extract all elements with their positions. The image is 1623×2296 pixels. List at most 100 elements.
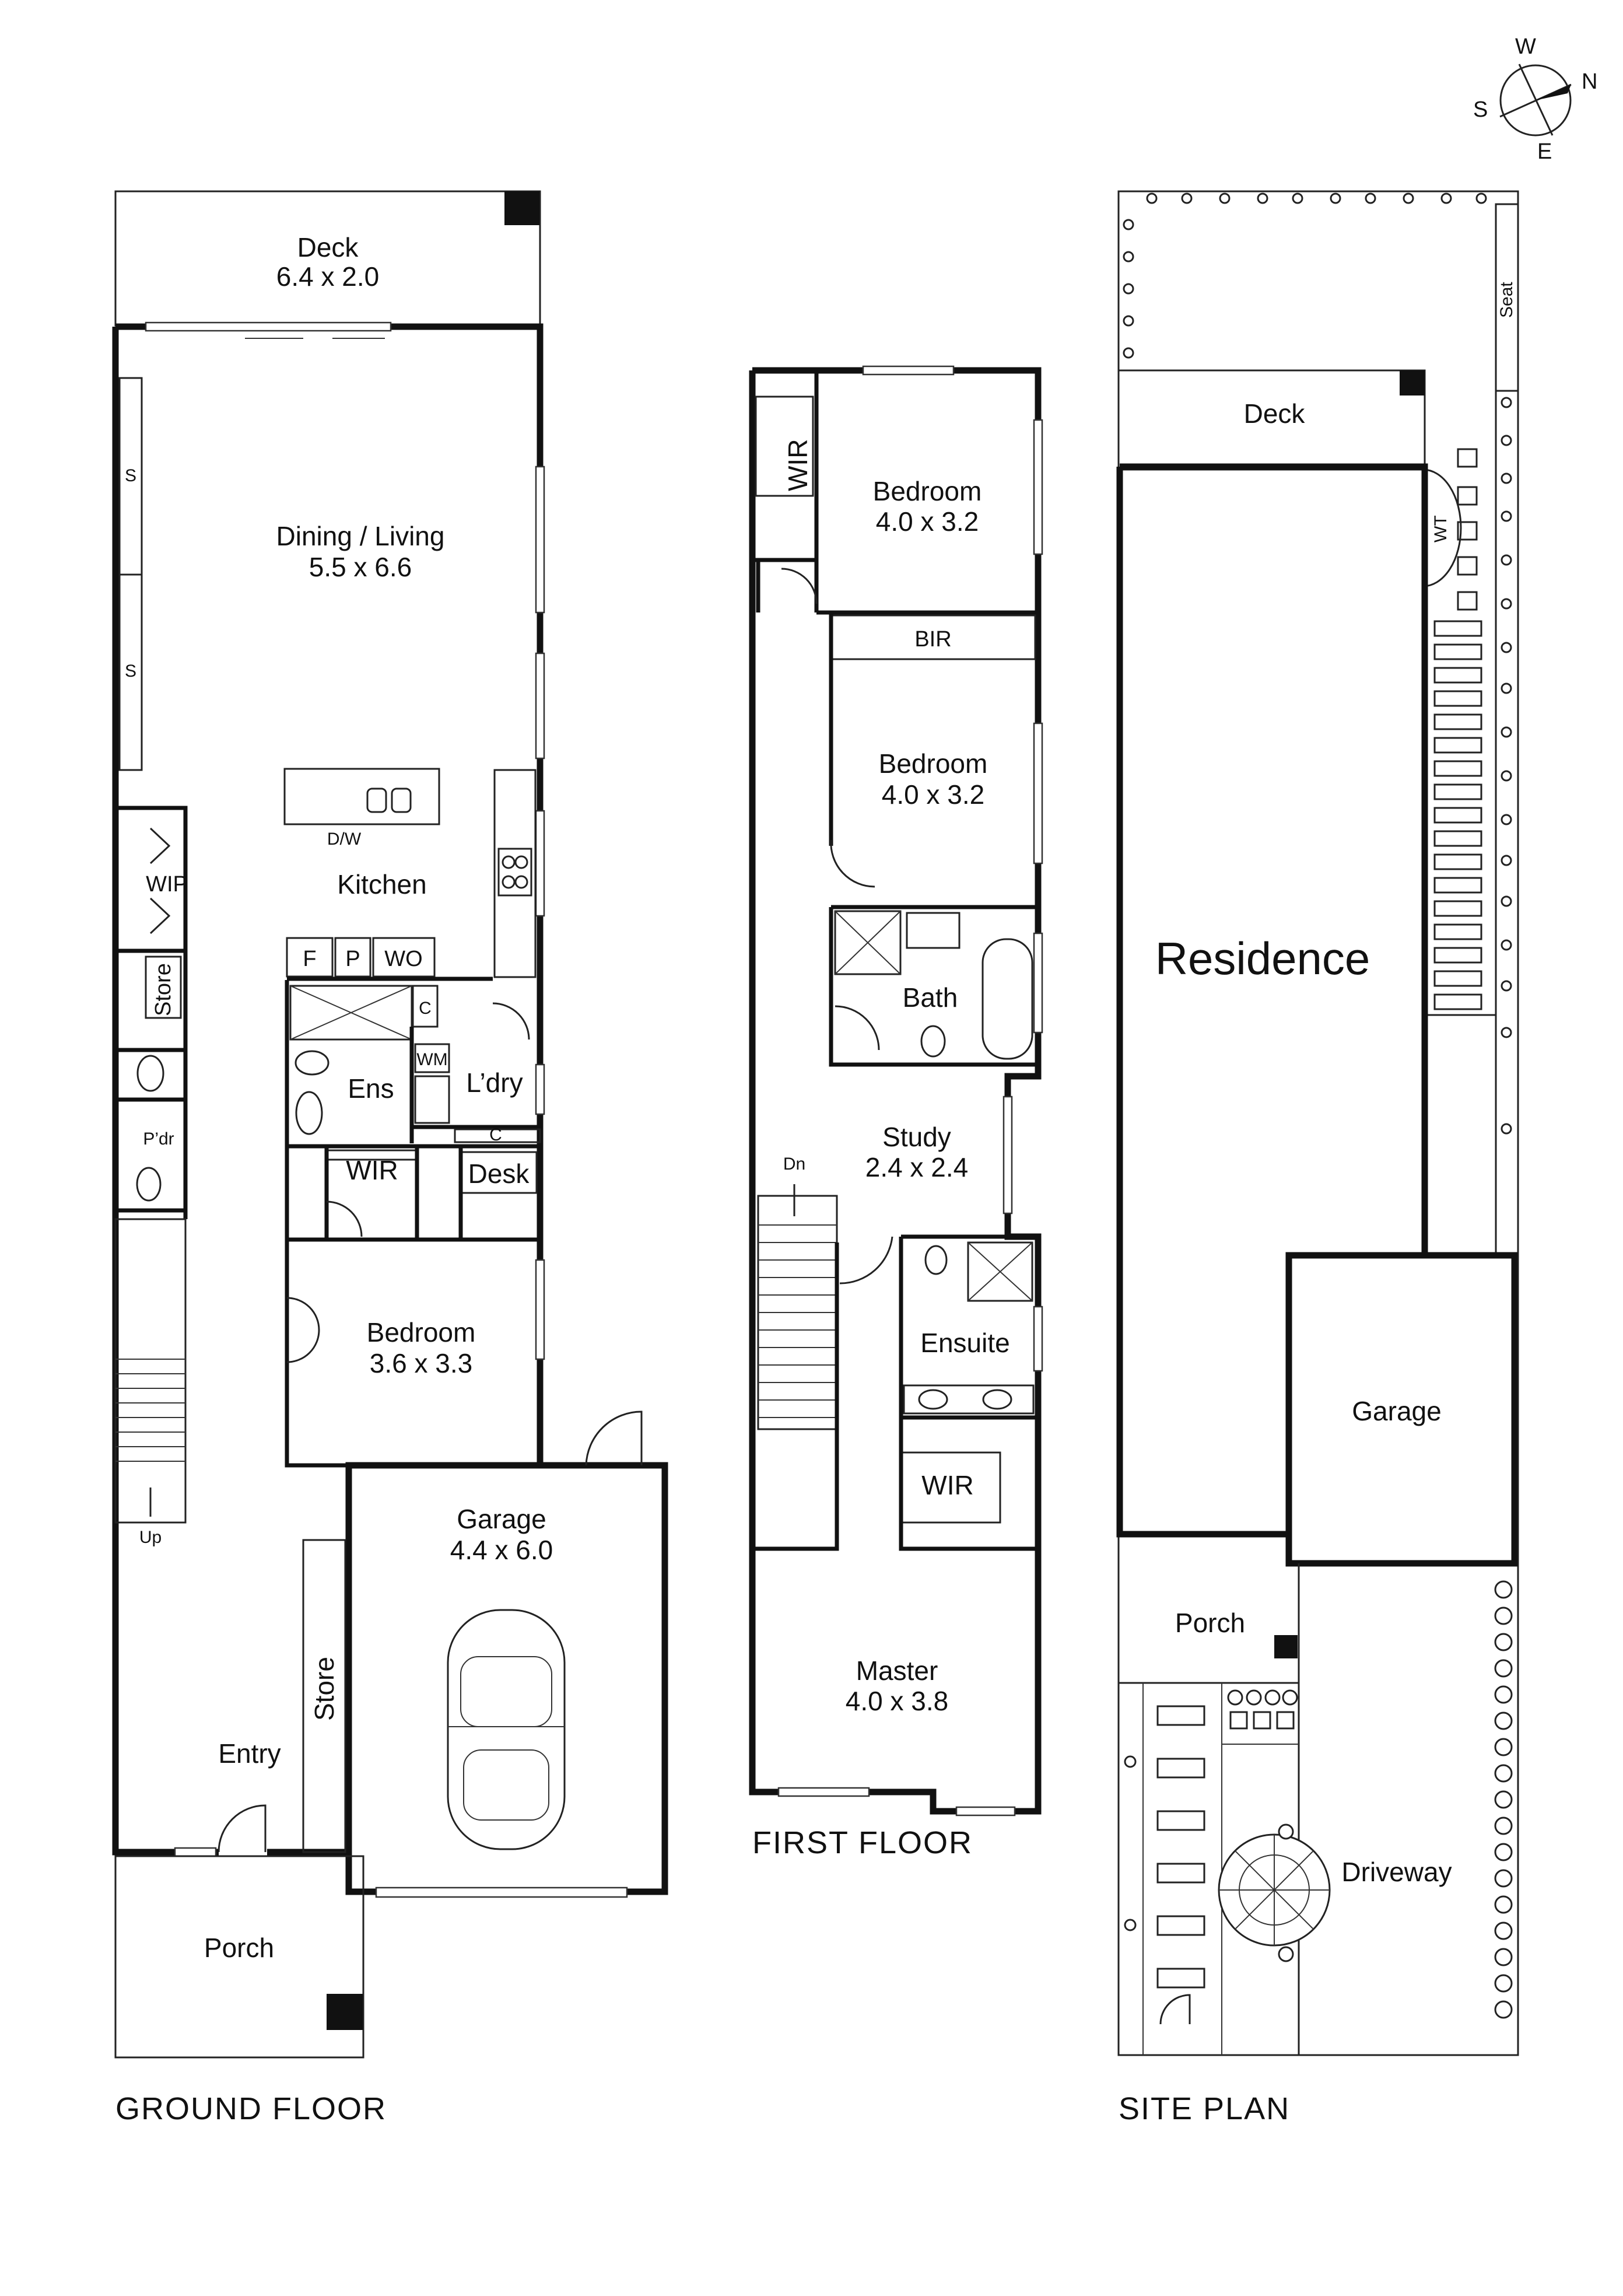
- gf-store-box: [145, 956, 182, 1019]
- gf-entry-door: [218, 1804, 267, 1853]
- gf-window-1: [535, 466, 545, 614]
- compass-e: E: [1537, 139, 1552, 164]
- ff-wir-box: [755, 396, 814, 497]
- gf-ens-toilet: [295, 1050, 329, 1076]
- compass-n: N: [1582, 69, 1597, 94]
- ff-bed2-door: [830, 839, 875, 888]
- gf-deck-size: 6.4 x 2.0: [276, 261, 379, 292]
- gf-kitchen: Kitchen: [337, 869, 426, 900]
- first-floor-title: FIRST FLOOR: [752, 1825, 973, 1860]
- ff-ensuite: Ensuite: [920, 1328, 1009, 1358]
- gf-wip-wall: [115, 806, 188, 1219]
- gf-toilet-icon: [136, 1167, 162, 1202]
- sp-porch-post: [1274, 1635, 1298, 1658]
- sp-front-pavers: [1156, 1705, 1295, 1989]
- ff-window-bed1: [1033, 419, 1043, 555]
- sp-wt: WT: [1431, 515, 1450, 542]
- gf-ens-shower: [289, 985, 413, 1041]
- gf-deck-name: Deck: [297, 232, 359, 262]
- sp-side-pavers: [1433, 448, 1482, 1010]
- compass-north-needle: [1536, 85, 1571, 100]
- gf-up: Up: [139, 1528, 162, 1547]
- ff-window-master-2: [955, 1806, 1016, 1817]
- gf-store: Store: [309, 1657, 339, 1721]
- sp-garage: Garage: [1352, 1396, 1441, 1426]
- gf-wallOven-box: [372, 937, 436, 978]
- ff-stair-treads: [758, 1224, 837, 1418]
- ff-window-study: [1002, 1096, 1013, 1214]
- sp-seat: [1495, 203, 1519, 392]
- gf-window-2: [535, 652, 545, 760]
- gf-pantry-box: [334, 937, 371, 978]
- ff-wir2-walls: [899, 1418, 1038, 1551]
- sp-garage-outline: [1285, 1252, 1518, 1567]
- gf-ldry: L’dry: [466, 1068, 523, 1098]
- gf-ens-basin: [295, 1091, 323, 1135]
- gf-outer-wall-left: [112, 327, 219, 1856]
- gf-store-cupboard: [302, 1539, 346, 1853]
- gf-stair-treads: [115, 1359, 185, 1462]
- ff-bed1-name: Bedroom: [873, 476, 982, 506]
- gf-garage-size: 4.4 x 6.0: [450, 1535, 553, 1565]
- ff-bath-door: [835, 1005, 880, 1051]
- gf-garage-name: Garage: [457, 1504, 546, 1534]
- gf-sliding-door: [145, 321, 392, 332]
- site-plan-title: SITE PLAN: [1119, 2091, 1290, 2126]
- gf-p: P: [345, 947, 360, 971]
- sp-boundary: [1117, 190, 1519, 2056]
- sp-shrubs: [1124, 1689, 1298, 1962]
- gf-f: F: [303, 947, 316, 971]
- ff-study-size: 2.4 x 2.4: [865, 1152, 968, 1182]
- tree-icon: [1218, 1833, 1331, 1947]
- sp-hedge-driveway: [1494, 1580, 1513, 2019]
- ff-bed1-size: 4.0 x 3.2: [876, 506, 979, 537]
- gf-entry-window: [174, 1847, 217, 1857]
- gf-window-ldry: [535, 1063, 545, 1115]
- gf-kitchen-bench: [493, 769, 537, 978]
- ff-wir2: WIR: [921, 1470, 973, 1500]
- gf-cupboard-c: [412, 985, 439, 1028]
- sp-residence: Residence: [1155, 933, 1370, 984]
- ff-bath-basin: [906, 912, 961, 949]
- ff-bath-toilet: [920, 1025, 946, 1058]
- ff-window-top: [862, 365, 955, 376]
- gf-bed-door-2: [286, 1329, 320, 1363]
- gf-shelf-label-1: S: [125, 466, 136, 485]
- sp-gate: [1159, 1994, 1191, 2025]
- gf-porch-post: [327, 1994, 363, 2030]
- sp-hedge-top: [1123, 192, 1487, 359]
- ground-floor-plan: Deck 6.4 x 2.0 S S Dining / Living 5.5 x…: [112, 190, 668, 2126]
- compass-s: S: [1473, 97, 1488, 122]
- car-icon: [447, 1609, 566, 1850]
- ff-bed2-name: Bedroom: [879, 748, 988, 779]
- gf-wip-door-2: [149, 897, 171, 935]
- gf-wm-box: [414, 1043, 450, 1073]
- gf-porch: Porch: [204, 1933, 274, 1963]
- gf-porch-outline: [114, 1855, 364, 2059]
- gf-sink-2: [391, 788, 412, 813]
- ff-window-bed2: [1033, 722, 1043, 864]
- sp-deck-label: Deck: [1244, 398, 1306, 429]
- gf-tub-box: [414, 1075, 450, 1124]
- gf-dining-name: Dining / Living: [276, 521, 445, 551]
- gf-dining-size: 5.5 x 6.6: [309, 552, 412, 582]
- ff-bathtub: [981, 938, 1033, 1060]
- gf-garage-door-swing: [585, 1410, 643, 1466]
- gf-entry: Entry: [218, 1738, 281, 1769]
- gf-cupboard-c2: [454, 1128, 541, 1143]
- ground-floor-title: GROUND FLOOR: [115, 2091, 387, 2126]
- ff-bath-shower: [834, 910, 902, 975]
- sp-seat-label: Seat: [1497, 282, 1516, 318]
- ff-study-door: [839, 1236, 893, 1284]
- sp-deck-post: [1400, 370, 1425, 396]
- gf-bed-left-wall: [285, 1240, 349, 1468]
- gf-pdr: P’dr: [143, 1129, 174, 1149]
- gf-bedroom-size: 3.6 x 3.3: [370, 1348, 472, 1378]
- ff-master-name: Master: [856, 1656, 938, 1686]
- gf-deck-post: [504, 191, 539, 225]
- ff-wir: WIR: [783, 439, 813, 491]
- sp-driveway: Driveway: [1341, 1857, 1452, 1887]
- gf-stairs: [114, 1218, 187, 1524]
- compass: W N S E: [1473, 34, 1597, 164]
